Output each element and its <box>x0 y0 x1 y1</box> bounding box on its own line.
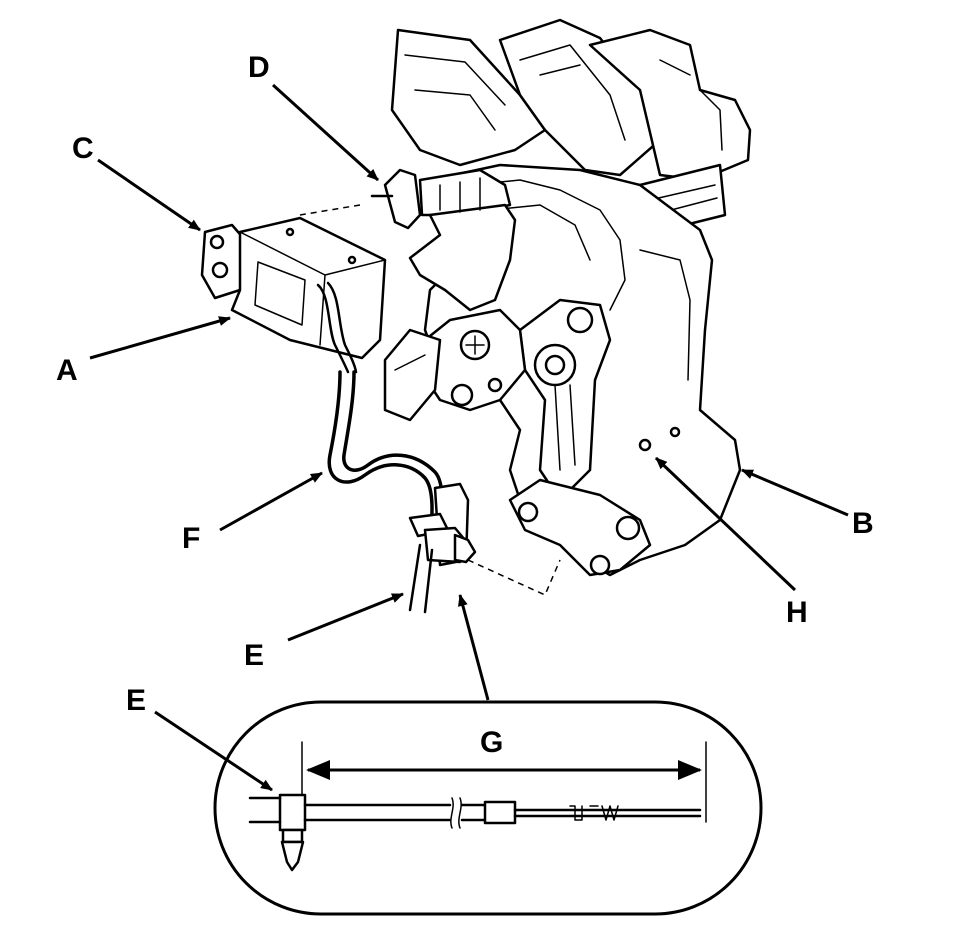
label-e-detail: E <box>126 684 146 717</box>
arrow-e-upper <box>287 592 404 642</box>
arrow-b <box>741 468 849 517</box>
arrow-h <box>654 456 797 592</box>
label-g: G <box>480 726 503 759</box>
label-a: A <box>56 354 78 387</box>
label-f: F <box>182 522 200 555</box>
label-b: B <box>852 507 874 540</box>
label-d: D <box>248 51 270 84</box>
label-h: H <box>786 596 808 629</box>
label-e-upper: E <box>244 639 264 672</box>
arrow-a <box>89 316 231 360</box>
connector-e <box>408 482 561 614</box>
arrow-f <box>219 471 323 532</box>
callout-labels: D C A F E B H E G <box>56 51 874 759</box>
detail-callout-g <box>213 700 763 916</box>
arrow-c <box>97 158 201 232</box>
solenoid-a <box>200 216 387 374</box>
leader-arrows <box>89 83 849 792</box>
arrow-g <box>458 594 490 701</box>
arrow-e-detail <box>154 710 273 792</box>
arrow-d <box>271 83 380 182</box>
label-c: C <box>72 132 94 165</box>
vacuum-valve-d <box>299 168 517 312</box>
